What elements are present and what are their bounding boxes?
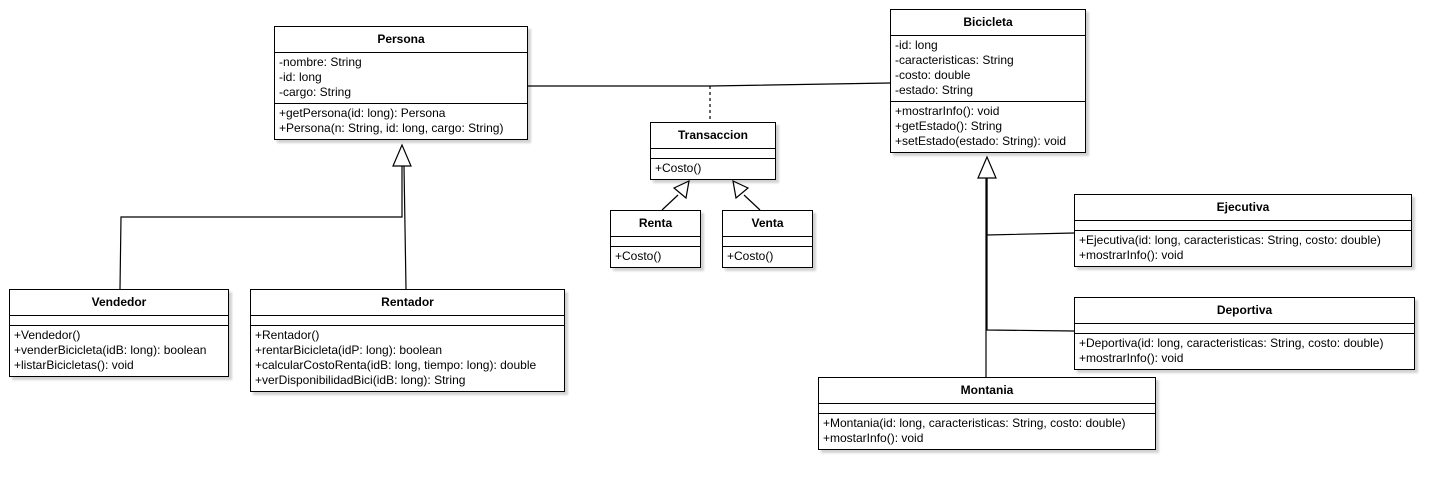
generalization-rentador-persona[interactable] xyxy=(403,165,407,290)
class-name: Deportiva xyxy=(1075,298,1414,324)
method: +Deportiva(id: long, caracteristicas: St… xyxy=(1079,336,1384,350)
method: +Rentador() xyxy=(255,328,320,342)
attributes-section xyxy=(1075,324,1414,334)
class-transaccion[interactable]: Transaccion +Costo() xyxy=(650,122,776,180)
generalization-renta-transaccion[interactable] xyxy=(661,194,679,211)
inheritance-arrowhead-transaccion-right xyxy=(732,179,750,200)
attribute: -costo: double xyxy=(895,68,971,82)
inheritance-arrowhead-bicicleta xyxy=(977,155,997,179)
methods-section: +Costo() xyxy=(723,247,812,267)
method: +mostrarInfo(): void xyxy=(1079,248,1184,262)
method: +Montania(id: long, caracteristicas: Str… xyxy=(823,416,1126,430)
class-deportiva[interactable]: Deportiva +Deportiva(id: long, caracteri… xyxy=(1074,297,1415,370)
class-montania[interactable]: Montania +Montania(id: long, caracterist… xyxy=(818,377,1156,450)
methods-section: +Montania(id: long, caracteristicas: Str… xyxy=(819,414,1155,449)
methods-section: +Ejecutiva(id: long, caracteristicas: St… xyxy=(1075,231,1411,266)
inheritance-arrowhead-persona xyxy=(392,143,412,167)
class-venta[interactable]: Venta +Costo() xyxy=(722,210,813,268)
generalization-vendedor-persona[interactable] xyxy=(119,166,403,290)
attributes-section: -id: long -caracteristicas: String -cost… xyxy=(891,36,1085,102)
class-name: Venta xyxy=(723,211,812,237)
method: +listarBicicletas(): void xyxy=(14,358,134,372)
class-name: Ejecutiva xyxy=(1075,195,1411,221)
attribute: -cargo: String xyxy=(279,85,352,99)
attributes-section xyxy=(819,404,1155,414)
attribute: -estado: String xyxy=(895,83,974,97)
class-name: Rentador xyxy=(251,290,564,316)
class-ejecutiva[interactable]: Ejecutiva +Ejecutiva(id: long, caracteri… xyxy=(1074,194,1412,267)
generalization-deportiva-bicicleta[interactable] xyxy=(986,178,1075,332)
attribute: -nombre: String xyxy=(279,55,362,69)
methods-section: +getPersona(id: long): Persona +Persona(… xyxy=(275,104,527,139)
class-vendedor[interactable]: Vendedor +Vendedor() +venderBicicleta(id… xyxy=(9,289,229,377)
method: +Vendedor() xyxy=(14,328,81,342)
class-name: Renta xyxy=(611,211,700,237)
attribute: -id: long xyxy=(279,70,322,84)
methods-section: +Rentador() +rentarBicicleta(idP: long):… xyxy=(251,326,564,391)
method: +mostrarInfo(): void xyxy=(1079,351,1184,365)
method: +rentarBicicleta(idP: long): boolean xyxy=(255,343,443,357)
class-persona[interactable]: Persona -nombre: String -id: long -cargo… xyxy=(274,26,528,140)
class-name: Montania xyxy=(819,378,1155,404)
class-name: Persona xyxy=(275,27,527,53)
methods-section: +mostrarInfo(): void +getEstado(): Strin… xyxy=(891,102,1085,152)
method: +Persona(n: String, id: long, cargo: Str… xyxy=(279,121,504,135)
methods-section: +Costo() xyxy=(611,247,700,267)
attributes-section: -nombre: String -id: long -cargo: String xyxy=(275,53,527,104)
attribute: -id: long xyxy=(895,38,938,52)
method: +setEstado(estado: String): void xyxy=(895,134,1067,148)
attributes-section xyxy=(651,149,775,159)
method: +getEstado(): String xyxy=(895,119,1003,133)
inheritance-arrowhead-transaccion-left xyxy=(672,179,690,200)
method: +Costo() xyxy=(615,249,662,263)
generalization-ejecutiva-bicicleta[interactable] xyxy=(986,178,1075,236)
attributes-section xyxy=(10,316,228,326)
method: +mostrarInfo(): void xyxy=(895,104,1000,118)
class-renta[interactable]: Renta +Costo() xyxy=(610,210,701,268)
method: +verDisponibilidadBici(idB: long): Strin… xyxy=(255,373,466,387)
attributes-section xyxy=(611,237,700,247)
class-name: Transaccion xyxy=(651,123,775,149)
methods-section: +Deportiva(id: long, caracteristicas: St… xyxy=(1075,334,1414,369)
methods-section: +Costo() xyxy=(651,159,775,179)
method: +Costo() xyxy=(727,249,774,263)
method: +mostarInfo(): void xyxy=(823,431,924,445)
generalization-venta-transaccion[interactable] xyxy=(743,194,761,211)
method: +Costo() xyxy=(655,161,702,175)
method: +calcularCostoRenta(idB: long, tiempo: l… xyxy=(255,358,537,372)
method: +venderBicicleta(idB: long): boolean xyxy=(14,343,207,357)
method: +Ejecutiva(id: long, caracteristicas: St… xyxy=(1079,233,1381,247)
attributes-section xyxy=(723,237,812,247)
association-persona-bicicleta[interactable] xyxy=(527,82,891,87)
attributes-section xyxy=(251,316,564,326)
methods-section: +Vendedor() +venderBicicleta(idB: long):… xyxy=(10,326,228,376)
method: +getPersona(id: long): Persona xyxy=(279,106,446,120)
class-rentador[interactable]: Rentador +Rentador() +rentarBicicleta(id… xyxy=(250,289,565,392)
class-bicicleta[interactable]: Bicicleta -id: long -caracteristicas: St… xyxy=(890,9,1086,153)
class-name: Vendedor xyxy=(10,290,228,316)
attributes-section xyxy=(1075,221,1411,231)
class-name: Bicicleta xyxy=(891,10,1085,36)
attribute: -caracteristicas: String xyxy=(895,53,1014,67)
